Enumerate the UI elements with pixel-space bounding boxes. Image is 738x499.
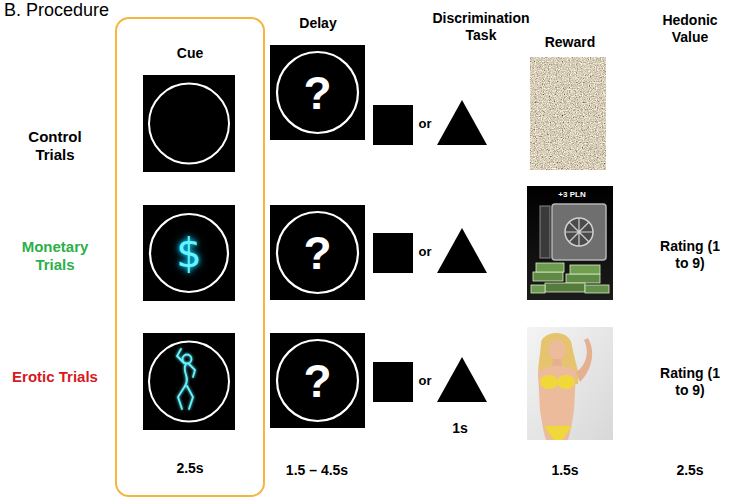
duration-label: 1s [445,420,475,437]
reward-amount: +3 PLN [548,190,596,200]
cue-frame: $ Cue 2.5s [115,17,265,497]
erotic-cue [143,333,235,430]
cue-symbol: ? [303,228,331,278]
scrambled-reward [530,57,606,170]
column-header: Reward [530,34,610,51]
column-header: Discrimination Task [425,10,537,44]
delay-tile: ? [270,333,365,428]
or-word: or [414,373,436,389]
duration-label: 1.5 – 4.5s [262,462,372,479]
control-cue [143,75,235,172]
row-label: Erotic Trials [12,368,98,386]
delay-tile: ? [270,205,365,300]
or-word: or [414,244,436,260]
rating-scale: Rating (1 to 9) [660,238,720,272]
or-word: or [414,116,436,132]
erotic-reward [527,327,613,440]
rating-scale: Rating (1 to 9) [660,365,720,399]
cue-tile: $ [143,205,235,301]
discrimination-shapes [373,100,487,402]
column-header: Hedonic Value [655,12,725,46]
cue-text: 2.5s [176,460,203,477]
cue-symbol: ? [303,356,331,406]
delay-tile: ? [270,45,365,140]
row-label: Control Trials [12,128,98,164]
cue-text: Cue [177,45,203,62]
monetary-reward [527,186,613,300]
figure-title: B. Procedure [4,0,109,20]
duration-label: 1.5s [540,462,590,479]
duration-label: 2.5s [665,462,715,479]
row-label: Monetary Trials [8,238,102,274]
column-header: Delay [280,15,356,32]
cue-symbol: $ [176,231,201,275]
cue-symbol: ? [303,68,331,118]
